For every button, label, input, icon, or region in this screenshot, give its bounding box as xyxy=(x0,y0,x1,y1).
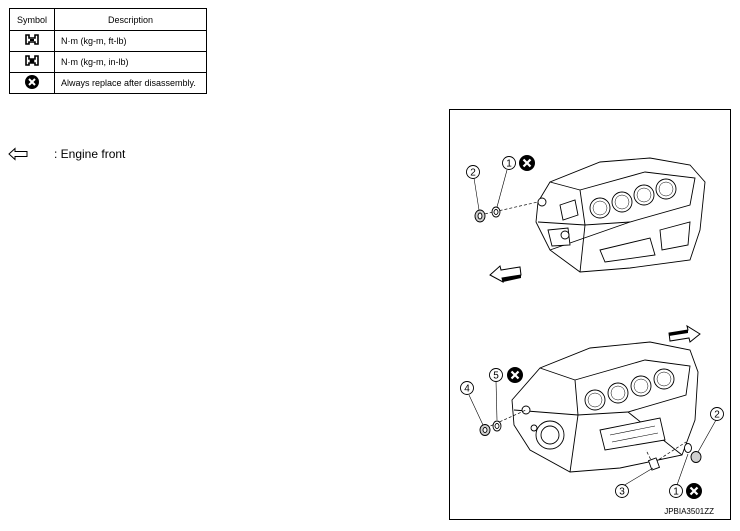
engine-front-arrow xyxy=(668,324,701,343)
callout-1: 1 xyxy=(669,484,683,498)
knock-pin-part xyxy=(647,457,661,471)
legend-symbol-cell xyxy=(9,72,55,94)
legend-header-row: Symbol Description xyxy=(9,8,207,31)
callout-1: 1 xyxy=(502,156,516,170)
legend-header-description: Description xyxy=(54,8,207,31)
legend-row: N·m (kg-m, ft-lb) xyxy=(9,30,207,52)
svg-text:5: 5 xyxy=(493,371,499,382)
legend-row: N·m (kg-m, in-lb) xyxy=(9,51,207,73)
drain-plug-part xyxy=(690,451,702,463)
engine-front-note: : Engine front xyxy=(8,145,125,163)
engine-front-label: : Engine front xyxy=(54,147,126,161)
hollow-left-arrow-icon xyxy=(8,147,28,161)
washer-part xyxy=(492,420,502,432)
figure-code: JPBIA3501ZZ xyxy=(664,507,714,516)
replace-part-x-icon xyxy=(686,483,702,499)
callout-4: 4 xyxy=(460,381,474,395)
engine-block-top-drawing xyxy=(535,157,706,273)
legend-description: Always replace after disassembly. xyxy=(54,72,207,94)
replace-part-x-icon xyxy=(25,75,39,89)
engine-block-figure: 2 1 xyxy=(449,109,731,520)
svg-text:1: 1 xyxy=(506,159,512,170)
torque-wrench-in-lb-icon xyxy=(25,55,39,66)
legend-description: N·m (kg-m, ft-lb) xyxy=(54,30,207,52)
legend-symbol-cell xyxy=(9,30,55,52)
drain-plug-part xyxy=(474,209,486,223)
symbol-legend-table: Symbol Description N·m (kg-m, ft-lb) N·m… xyxy=(9,8,207,94)
engine-block-bottom-drawing xyxy=(511,341,699,473)
drain-plug-part xyxy=(479,424,491,436)
svg-text:1: 1 xyxy=(673,487,679,498)
callout-2: 2 xyxy=(466,165,480,179)
callout-3: 3 xyxy=(615,484,629,498)
svg-text:4: 4 xyxy=(464,384,470,395)
callout-2: 2 xyxy=(710,407,724,421)
replace-part-x-icon xyxy=(519,155,535,171)
svg-text:2: 2 xyxy=(470,168,476,179)
replace-part-x-icon xyxy=(507,367,523,383)
legend-description: N·m (kg-m, in-lb) xyxy=(54,51,207,73)
torque-wrench-ft-lb-icon xyxy=(25,34,39,45)
washer-part xyxy=(491,206,501,218)
engine-block-illustration: 2 1 xyxy=(460,155,724,499)
legend-header-symbol: Symbol xyxy=(9,8,55,31)
legend-row: Always replace after disassembly. xyxy=(9,72,207,94)
washer-part xyxy=(684,443,692,453)
svg-text:2: 2 xyxy=(714,410,720,421)
callout-5: 5 xyxy=(489,368,503,382)
svg-text:3: 3 xyxy=(619,487,625,498)
legend-symbol-cell xyxy=(9,51,55,73)
